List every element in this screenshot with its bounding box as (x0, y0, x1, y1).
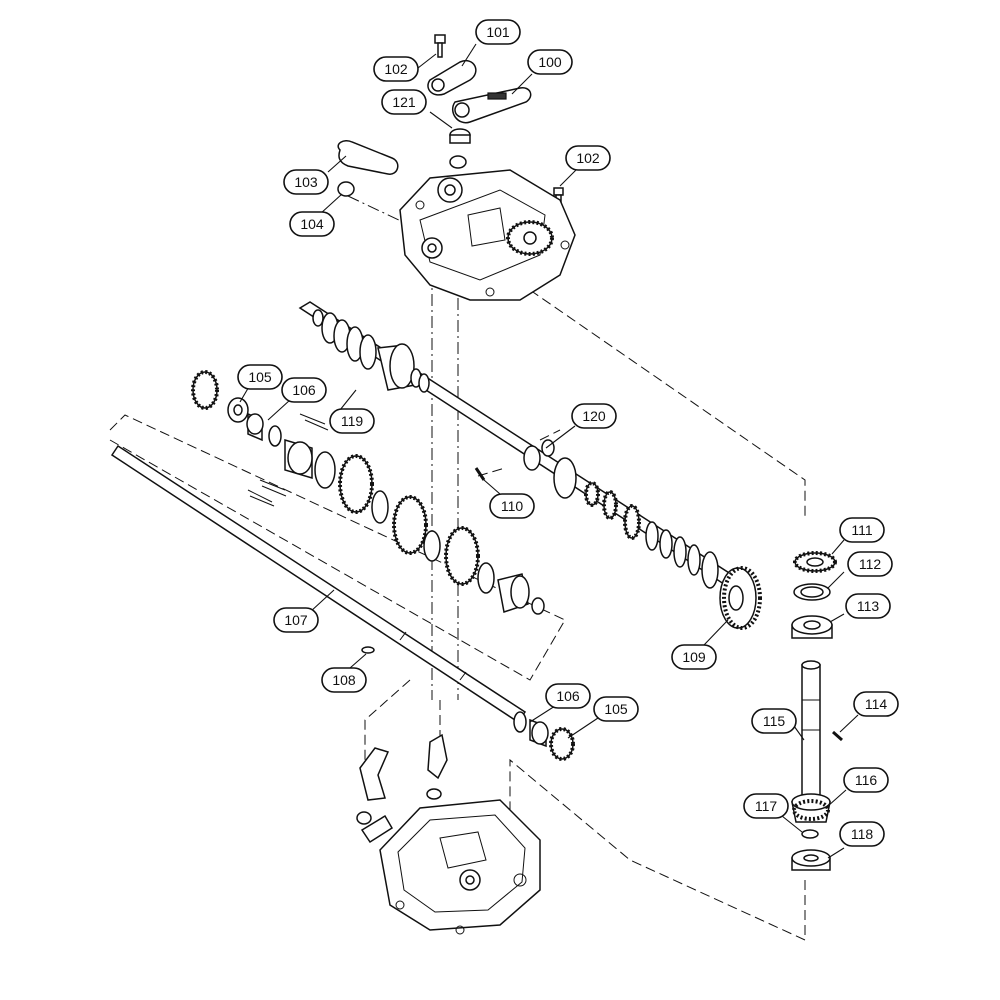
lever-handle-103 (337, 139, 399, 175)
callout-119: 119 (329, 408, 375, 434)
callout-102-top: 102 (373, 56, 419, 82)
shift-lever-100 (451, 87, 532, 124)
callout-109-label: 109 (682, 649, 706, 665)
callout-103: 103 (283, 169, 329, 195)
callout-118-label: 118 (851, 826, 874, 842)
callout-110: 110 (489, 493, 535, 519)
callout-109: 109 (671, 644, 717, 670)
right-end-bearing (513, 711, 575, 761)
callout-106-right-label: 106 (556, 688, 580, 704)
bolt-102-top (434, 34, 446, 58)
callout-111: 111 (839, 517, 885, 543)
callout-112-label: 112 (859, 556, 882, 572)
bushing-121 (449, 128, 471, 169)
callout-105-left: 105 (237, 364, 283, 390)
shift-arm-101 (427, 59, 477, 96)
callout-119-label: 119 (341, 413, 364, 429)
assembly-guide-lines (109, 195, 806, 941)
upper-housing (399, 169, 576, 301)
callout-110-label: 110 (501, 498, 524, 514)
callout-108: 108 (321, 667, 367, 693)
callout-102-right-label: 102 (576, 150, 600, 166)
upper-gear-stack (312, 309, 719, 589)
cotter-pins (247, 413, 329, 507)
callout-106-left: 106 (281, 377, 327, 403)
bevel-gear-109 (719, 566, 762, 630)
callout-117-label: 117 (755, 798, 778, 814)
callout-113: 113 (845, 593, 891, 619)
callout-116-label: 116 (855, 772, 878, 788)
leader-lines (239, 43, 859, 859)
callout-101-label: 101 (486, 24, 510, 40)
callout-116: 116 (843, 767, 889, 793)
callout-118: 118 (839, 821, 885, 847)
callout-104-label: 104 (300, 216, 324, 232)
callout-121: 121 (381, 89, 427, 115)
shift-forks (356, 733, 448, 844)
callout-114: 114 (853, 691, 899, 717)
middle-gear-stack (191, 370, 545, 615)
callout-112: 112 (847, 551, 893, 577)
callout-104: 104 (289, 211, 335, 237)
callout-120: 120 (571, 403, 617, 429)
callout-115: 115 (751, 708, 797, 734)
callout-106-right: 106 (545, 683, 591, 709)
right-shaft-assembly (791, 551, 843, 871)
callout-105-right: 105 (593, 696, 639, 722)
washer-104 (337, 181, 355, 197)
callout-108-label: 108 (332, 672, 356, 688)
callout-111-label: 111 (851, 522, 872, 538)
pin-108 (361, 646, 375, 654)
callout-121-label: 121 (392, 94, 416, 110)
callout-114-label: 114 (865, 696, 888, 712)
callout-105-right-label: 105 (604, 701, 628, 717)
callout-107-label: 107 (284, 612, 308, 628)
callout-107: 107 (273, 607, 319, 633)
callout-105-left-label: 105 (248, 369, 272, 385)
callout-102-top-label: 102 (384, 61, 408, 77)
callout-101: 101 (475, 19, 521, 45)
callout-100: 100 (527, 49, 573, 75)
callout-113-label: 113 (857, 598, 880, 614)
callout-115-label: 115 (763, 713, 786, 729)
pin-110 (474, 467, 486, 481)
callout-103-label: 103 (294, 174, 318, 190)
lower-housing (379, 799, 541, 935)
callout-106-left-label: 106 (292, 382, 316, 398)
long-axle-107 (110, 444, 527, 724)
callout-120-label: 120 (582, 408, 606, 424)
callout-117: 117 (743, 793, 789, 819)
callout-102-right: 102 (565, 145, 611, 171)
callout-100-label: 100 (538, 54, 562, 70)
